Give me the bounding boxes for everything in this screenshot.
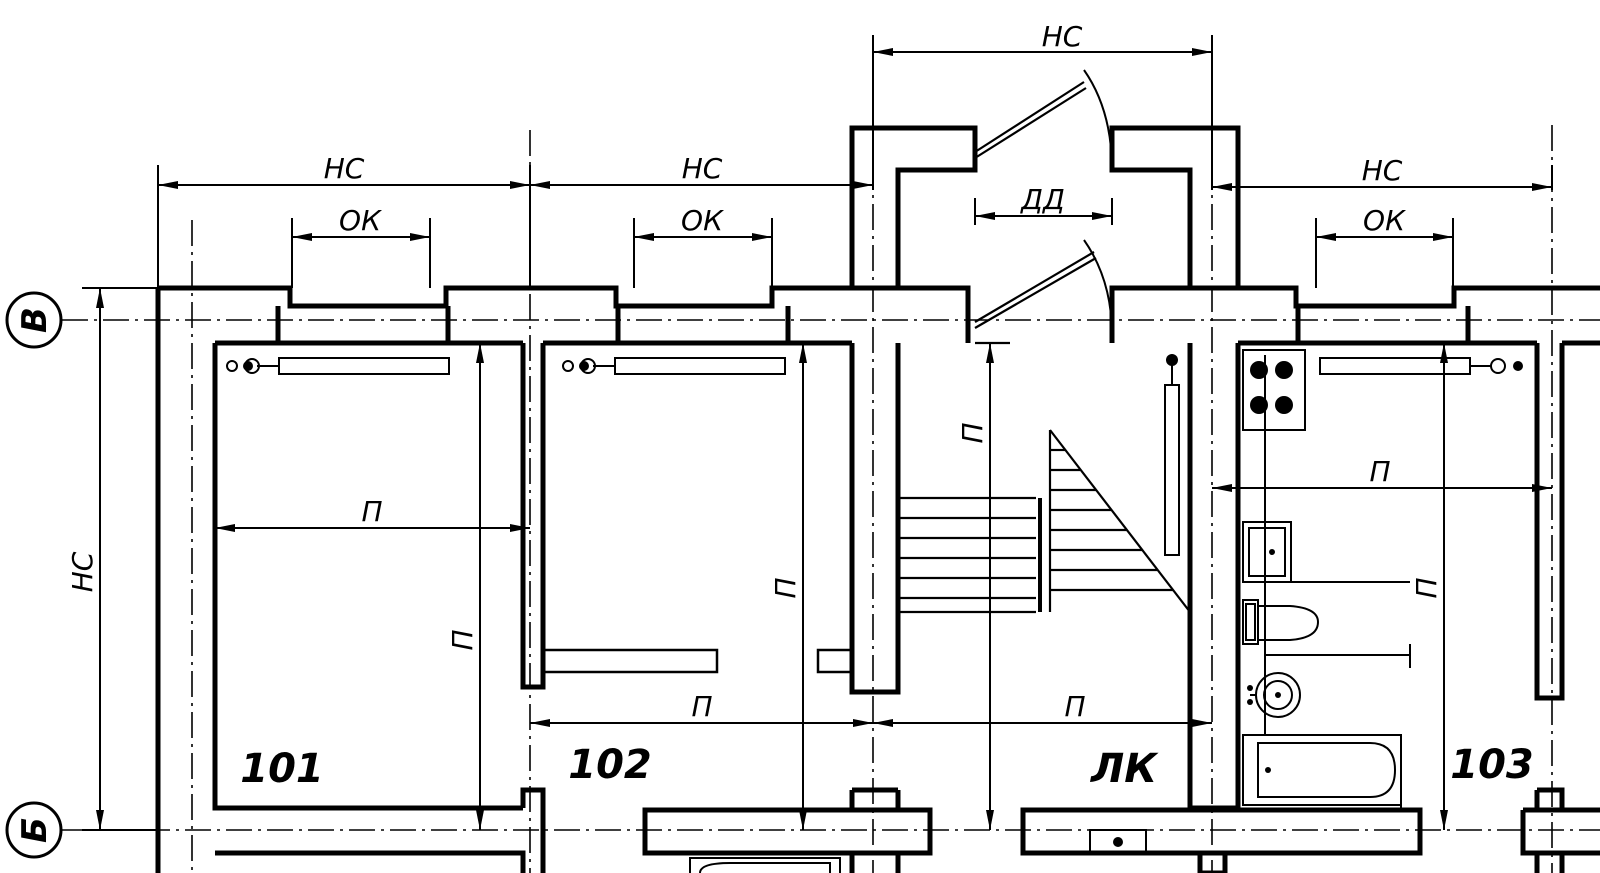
dim-label-dd: ДД: [1019, 183, 1065, 216]
toilet-icon: [1242, 599, 1320, 645]
dimension-labels: НС НС НС НС ОК ОК ОК ДД НС П П П П П П П…: [66, 20, 1443, 723]
wall-vent-icon: [1089, 829, 1147, 854]
dim-label-p-101-width: П: [361, 495, 382, 528]
washbasin-icon: [1247, 672, 1301, 718]
dim-label-hc-vertical: НС: [66, 551, 99, 592]
dim-label-p-103-width: П: [1369, 455, 1390, 488]
axis-bubble-top: В: [5, 291, 63, 349]
room-labels: 101 102 ЛК 103: [240, 742, 1534, 792]
dim-label-hc-101: НС: [324, 152, 365, 185]
dim-label-p-102-width: П: [691, 690, 712, 723]
dim-label-hc-vestibule: НС: [1042, 20, 1083, 53]
stove-icon: [1242, 349, 1306, 431]
bathroom-partitions: [1264, 355, 1411, 810]
axis-lines: [62, 40, 1600, 873]
room-number-101: 101: [240, 746, 324, 792]
dim-label-ok-103: ОК: [1363, 204, 1406, 237]
dim-label-p-102-depth: П: [769, 577, 802, 598]
dim-label-hc-102: НС: [682, 152, 723, 185]
axis-label-v: В: [15, 307, 55, 333]
dim-label-ok-102: ОК: [681, 204, 724, 237]
staircase: [898, 341, 1191, 614]
south-fixture: [689, 857, 841, 873]
bathtub-icon: [1242, 734, 1402, 806]
dim-label-p-lobby-depth: П: [956, 422, 989, 443]
axis-bubble-bottom: Б: [5, 801, 63, 859]
dim-label-ok-101: ОК: [339, 204, 382, 237]
room-number-103: 103: [1450, 742, 1534, 788]
dimension-lines: [82, 35, 1553, 831]
dim-label-p-lobby-width: П: [1064, 690, 1085, 723]
walls: [155, 125, 1600, 873]
radiators: [226, 354, 1523, 556]
axis-label-b: Б: [15, 817, 55, 843]
dim-label-hc-103: НС: [1362, 154, 1403, 187]
dim-label-p-103-depth: П: [1410, 577, 1443, 598]
room-number-102: 102: [568, 742, 652, 788]
built-in-shelves: [541, 648, 854, 674]
room-number-lk: ЛК: [1090, 746, 1159, 792]
sink-icon: [1242, 521, 1292, 583]
entrance-doors: [974, 69, 1113, 336]
dim-label-p-101-depth: П: [446, 629, 479, 650]
